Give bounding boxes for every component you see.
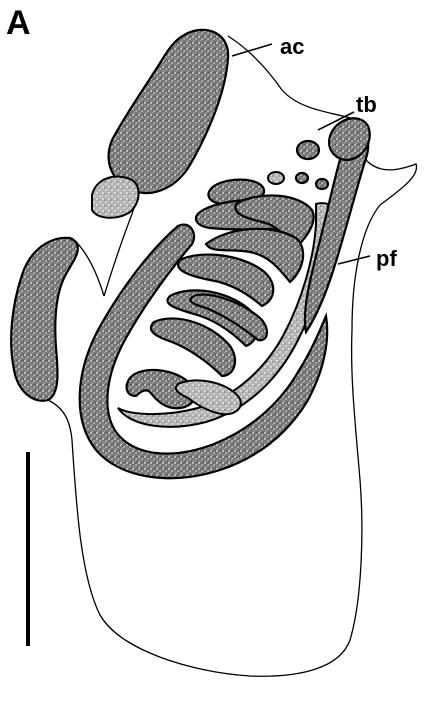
basal-curl bbox=[176, 380, 241, 414]
label-pf: pf bbox=[376, 246, 397, 271]
peribranchial-band bbox=[305, 130, 368, 332]
round-body-1 bbox=[297, 141, 319, 159]
label-tb: tb bbox=[356, 92, 377, 117]
label-ac: ac bbox=[280, 34, 304, 59]
oral-siphon bbox=[11, 238, 78, 401]
leader-pf bbox=[338, 256, 370, 264]
round-body-4 bbox=[316, 179, 328, 189]
siphon-lobe bbox=[92, 176, 139, 217]
round-body-2 bbox=[268, 172, 284, 184]
panel-letter: A bbox=[6, 4, 31, 42]
round-body-3 bbox=[296, 173, 308, 183]
atrial-siphon bbox=[109, 30, 228, 193]
